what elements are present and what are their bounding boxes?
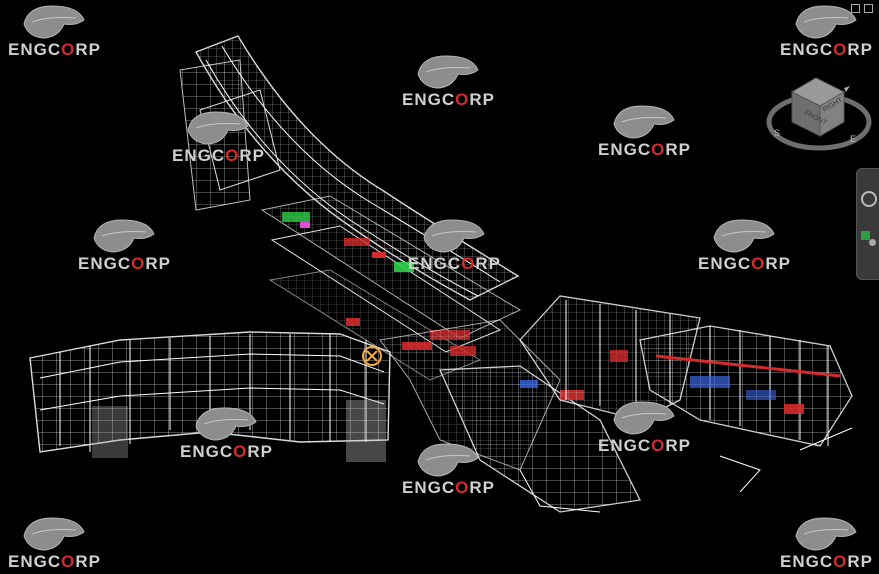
navigation-bar: [856, 168, 879, 280]
left-wing: [29, 331, 391, 462]
maximize-icon[interactable]: [864, 4, 873, 13]
restore-icon[interactable]: [851, 4, 860, 13]
viewport-window-controls: [851, 4, 873, 13]
orbit-icon[interactable]: [861, 231, 877, 247]
svg-text:S: S: [774, 128, 780, 138]
look-icon[interactable]: [861, 191, 877, 207]
section-marker-icon[interactable]: [362, 346, 382, 366]
viewcube-icon[interactable]: FRONT RIGHT S E: [766, 66, 872, 156]
svg-text:E: E: [850, 134, 856, 144]
right-block: [519, 295, 853, 493]
